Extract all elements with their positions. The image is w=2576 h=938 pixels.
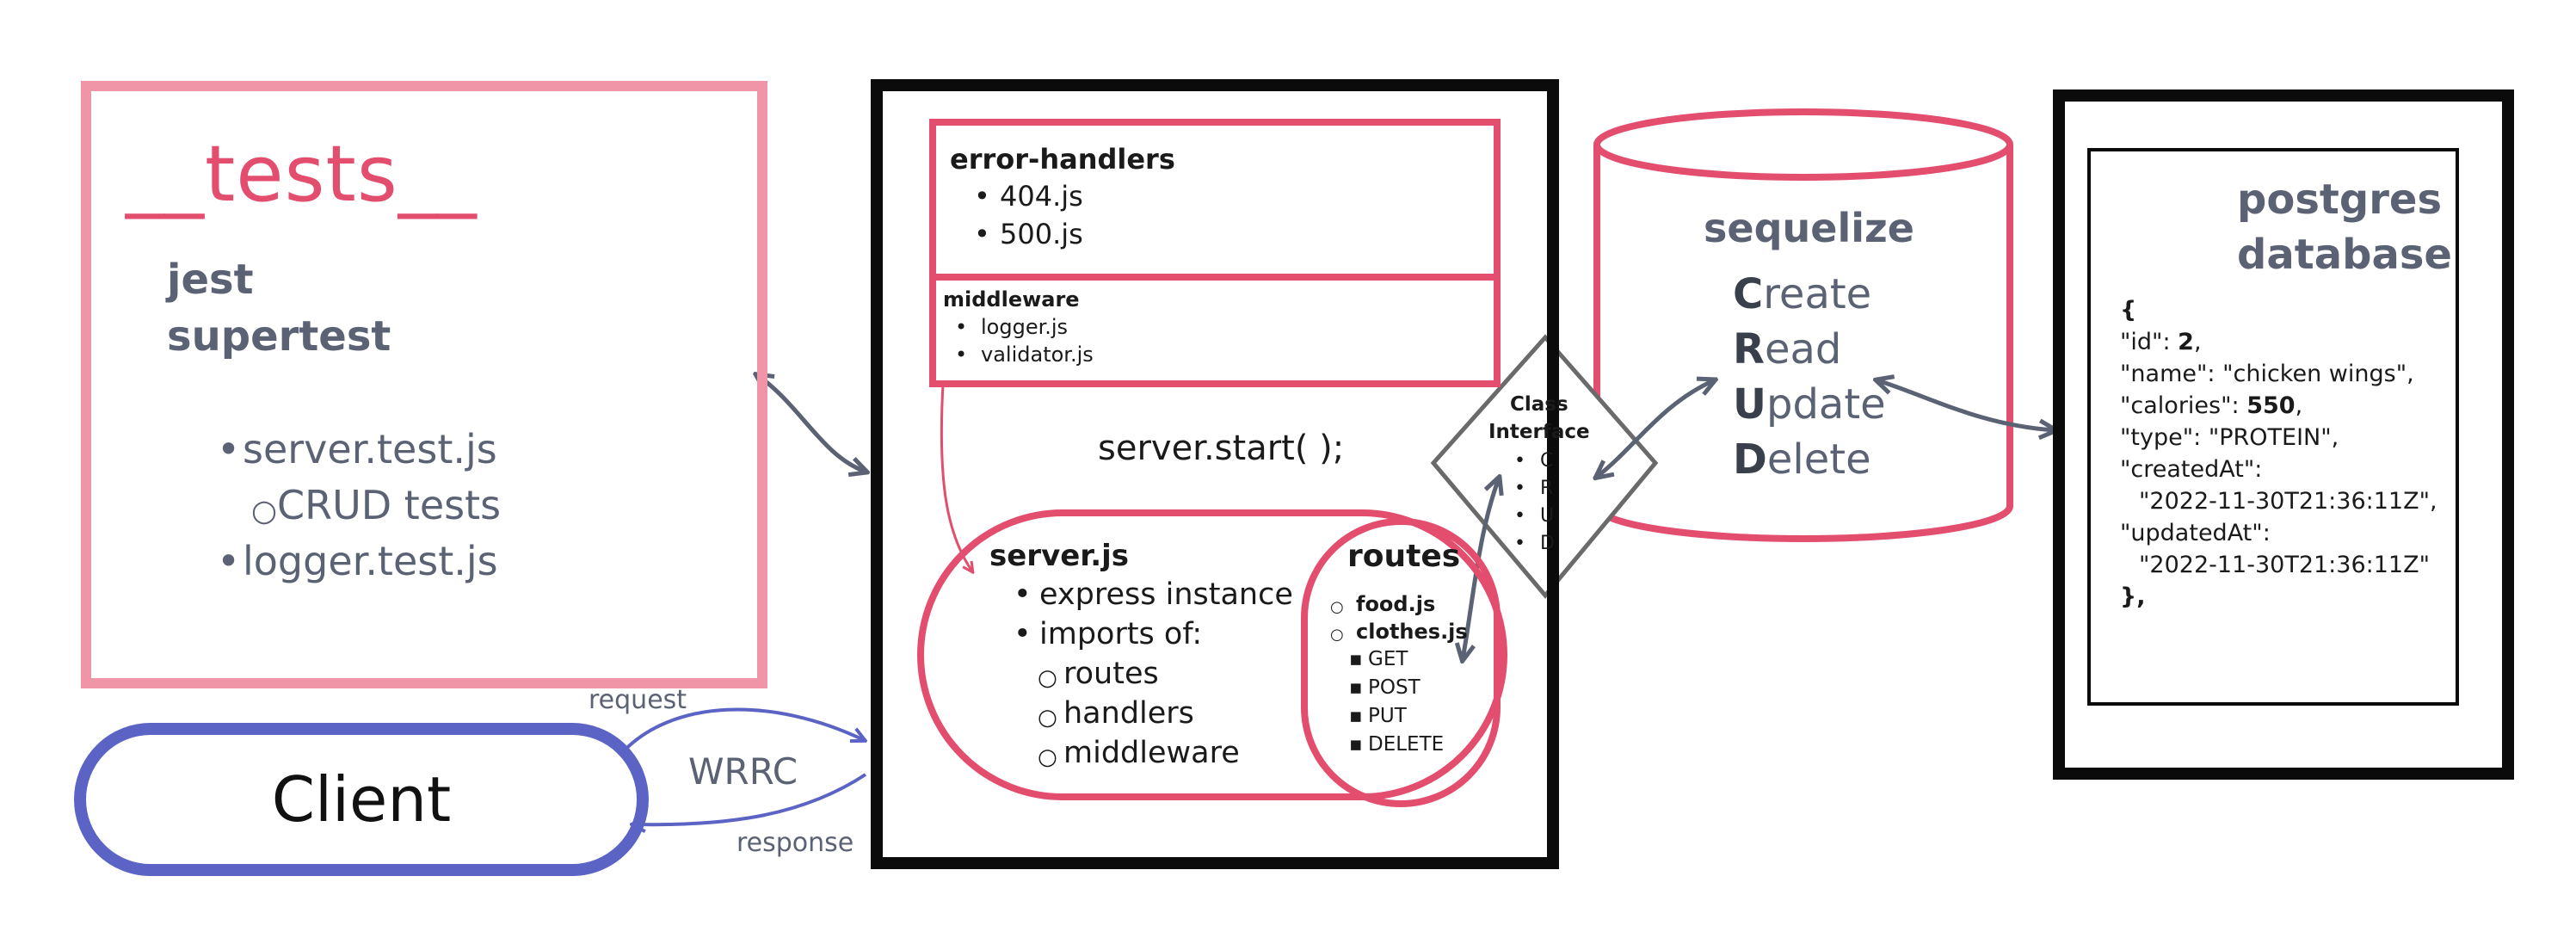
middleware-box bbox=[929, 267, 1501, 387]
request-label: request bbox=[589, 685, 687, 715]
json-line-type: "type": "PROTEIN", bbox=[2120, 424, 2339, 451]
error-handlers-title: error-handlers bbox=[950, 143, 1175, 176]
arrow-interface-sequelize bbox=[1597, 380, 1714, 477]
routes-title: routes bbox=[1347, 539, 1461, 574]
json-line-createdat-key: "createdAt": bbox=[2120, 456, 2263, 483]
response-label: response bbox=[736, 828, 854, 858]
sequelize-crud-list: Create Read Update Delete bbox=[1733, 267, 1886, 487]
error-handlers-box bbox=[929, 119, 1501, 281]
json-open: { bbox=[2120, 297, 2137, 324]
route-method: POST bbox=[1349, 674, 1444, 702]
class-interface-item: C bbox=[1514, 447, 1555, 475]
route-method: DELETE bbox=[1349, 731, 1444, 759]
wrrc-label: WRRC bbox=[688, 750, 798, 793]
tests-file-list: server.test.js CRUD tests logger.test.js bbox=[217, 422, 501, 589]
arrow-response bbox=[633, 773, 867, 824]
routes-pill bbox=[1301, 518, 1501, 807]
class-interface-item: D bbox=[1514, 530, 1555, 558]
routes-file-list: food.js clothes.js bbox=[1330, 590, 1468, 649]
client-label: Client bbox=[271, 763, 452, 836]
class-interface-title-line: Class bbox=[1509, 393, 1568, 416]
postgres-title: postgres database bbox=[2237, 172, 2452, 282]
route-file: clothes.js bbox=[1330, 618, 1468, 649]
route-method: GET bbox=[1349, 645, 1444, 674]
sequelize-title: sequelize bbox=[1704, 205, 1914, 251]
json-line-updatedat-key: "updatedAt": bbox=[2120, 520, 2271, 546]
routes-methods: GET POST PUT DELETE bbox=[1349, 645, 1444, 759]
tests-title: __tests__ bbox=[126, 129, 478, 219]
middleware-file: validator.js bbox=[955, 341, 1094, 368]
postgres-json-record: { "id": 2, "name": "chicken wings", "calori… bbox=[2120, 294, 2437, 613]
postgres-outer-box bbox=[2053, 89, 2514, 780]
crud-op: Delete bbox=[1733, 435, 1871, 484]
postgres-title-line: database bbox=[2237, 231, 2452, 279]
class-interface-list: C R U D bbox=[1514, 447, 1555, 558]
class-interface-item: U bbox=[1514, 503, 1555, 530]
route-method: PUT bbox=[1349, 702, 1444, 731]
json-line-createdat-val: "2022-11-30T21:36:11Z", bbox=[2139, 488, 2437, 515]
middleware-list: logger.js validator.js bbox=[955, 313, 1094, 368]
class-interface-item: R bbox=[1514, 475, 1555, 503]
middleware-file: logger.js bbox=[955, 313, 1094, 341]
postgres-title-line: postgres bbox=[2237, 176, 2443, 224]
arrow-request bbox=[618, 707, 864, 757]
arrow-tests-server bbox=[757, 375, 866, 472]
crud-op: Create bbox=[1733, 270, 1872, 318]
serverjs-title: server.js bbox=[989, 539, 1130, 573]
crud-op: Update bbox=[1733, 380, 1886, 429]
json-close: }, bbox=[2120, 583, 2146, 610]
crud-op: Read bbox=[1733, 325, 1842, 373]
json-line-id: "id": 2, bbox=[2120, 329, 2202, 355]
json-line-calories: "calories": 550, bbox=[2120, 392, 2303, 419]
serverjs-item: express instance bbox=[1014, 575, 1293, 614]
error-handler-file: 500.js bbox=[974, 215, 1083, 253]
arrow-sequelize-postgres bbox=[1877, 380, 2055, 430]
test-file-sub: CRUD tests bbox=[251, 478, 501, 540]
tool-jest: jest bbox=[167, 256, 254, 304]
sequelize-cylinder bbox=[1593, 108, 2013, 542]
server-start-label: server.start( ); bbox=[1098, 429, 1345, 468]
error-handler-file: 404.js bbox=[974, 177, 1083, 215]
serverjs-import: handlers bbox=[1038, 694, 1293, 737]
serverjs-item: imports of: bbox=[1014, 614, 1293, 654]
serverjs-list: express instance imports of: routes hand… bbox=[1014, 575, 1293, 777]
tests-box bbox=[81, 81, 767, 688]
test-file: server.test.js bbox=[217, 422, 501, 478]
json-line-name: "name": "chicken wings", bbox=[2120, 361, 2414, 387]
tool-supertest: supertest bbox=[167, 312, 391, 361]
class-interface-title: Class Interface bbox=[1488, 391, 1590, 446]
route-file: food.js bbox=[1330, 590, 1468, 621]
serverjs-import: routes bbox=[1038, 654, 1293, 698]
tests-tools: jest supertest bbox=[167, 251, 391, 365]
class-interface-title-line: Interface bbox=[1488, 421, 1590, 443]
middleware-title: middleware bbox=[943, 287, 1080, 312]
json-line-updatedat-val: "2022-11-30T21:36:11Z" bbox=[2139, 552, 2431, 578]
postgres-inner-box bbox=[2087, 148, 2459, 706]
serverjs-pill bbox=[917, 509, 1507, 800]
test-file: logger.test.js bbox=[217, 534, 501, 589]
error-handlers-list: 404.js 500.js bbox=[974, 177, 1083, 253]
serverjs-import: middleware bbox=[1038, 733, 1293, 777]
